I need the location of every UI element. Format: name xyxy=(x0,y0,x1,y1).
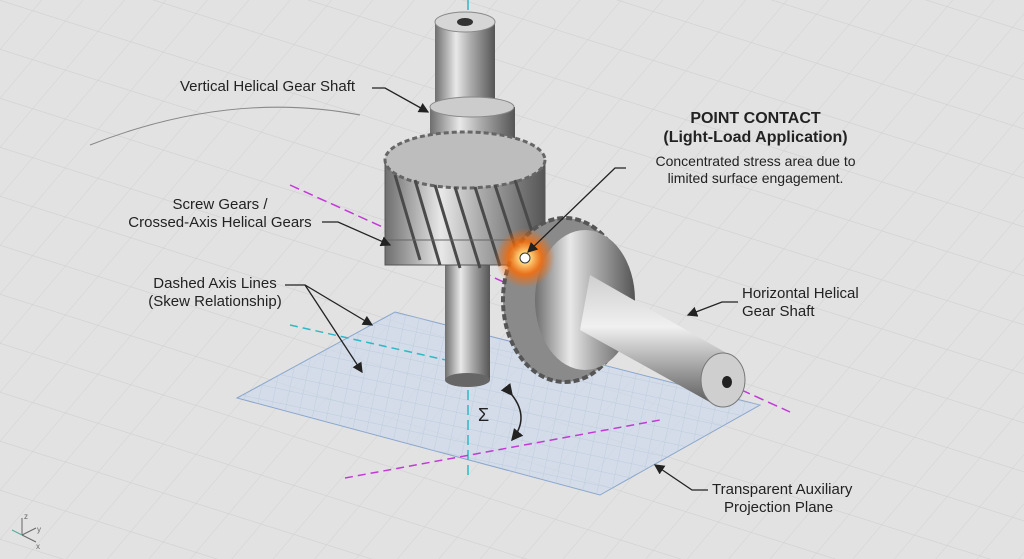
label-dashed-axis-2: (Skew Relationship) xyxy=(148,293,282,310)
contact-point-marker xyxy=(519,252,531,264)
rotation-arc xyxy=(89,106,361,146)
label-screw-gears-1: Screw Gears / xyxy=(172,196,268,213)
leader-plane xyxy=(653,464,708,491)
angle-arc xyxy=(500,383,524,442)
triad-x-label: x xyxy=(36,542,40,551)
leader-vertical-shaft xyxy=(372,87,430,113)
label-point-contact-desc-1: Concentrated stress area due to xyxy=(655,153,856,169)
leader-point-contact xyxy=(527,167,626,253)
magenta-projection-line xyxy=(344,419,661,479)
label-point-contact-subtitle: (Light-Load Application) xyxy=(663,129,848,146)
projection-plane-grid xyxy=(237,312,760,495)
leader-screw-gears xyxy=(322,221,392,247)
label-horizontal-shaft-2: Gear Shaft xyxy=(742,303,815,320)
leader-horizontal-shaft xyxy=(686,301,738,317)
angle-symbol: Σ xyxy=(478,405,490,425)
horizontal-shaft-body xyxy=(580,275,730,405)
cyan-projection-line xyxy=(289,324,469,366)
label-plane-2: Projection Plane xyxy=(724,499,834,516)
triad-z-label: z xyxy=(24,512,28,521)
label-dashed-axis-1: Dashed Axis Lines xyxy=(153,275,277,292)
axis-triad xyxy=(11,518,37,543)
label-screw-gears-2: Crossed-Axis Helical Gears xyxy=(128,214,312,231)
triad-y-label: y xyxy=(37,525,41,534)
horizontal-helical-gear xyxy=(501,216,746,408)
label-point-contact-desc-2: limited surface engagement. xyxy=(667,170,844,186)
label-vertical-shaft: Vertical Helical Gear Shaft xyxy=(180,78,356,95)
label-point-contact-title: POINT CONTACT xyxy=(690,110,821,127)
label-horizontal-shaft-1: Horizontal Helical xyxy=(742,285,859,302)
leader-axis-magenta xyxy=(304,284,363,374)
label-plane-1: Transparent Auxiliary xyxy=(712,481,853,498)
